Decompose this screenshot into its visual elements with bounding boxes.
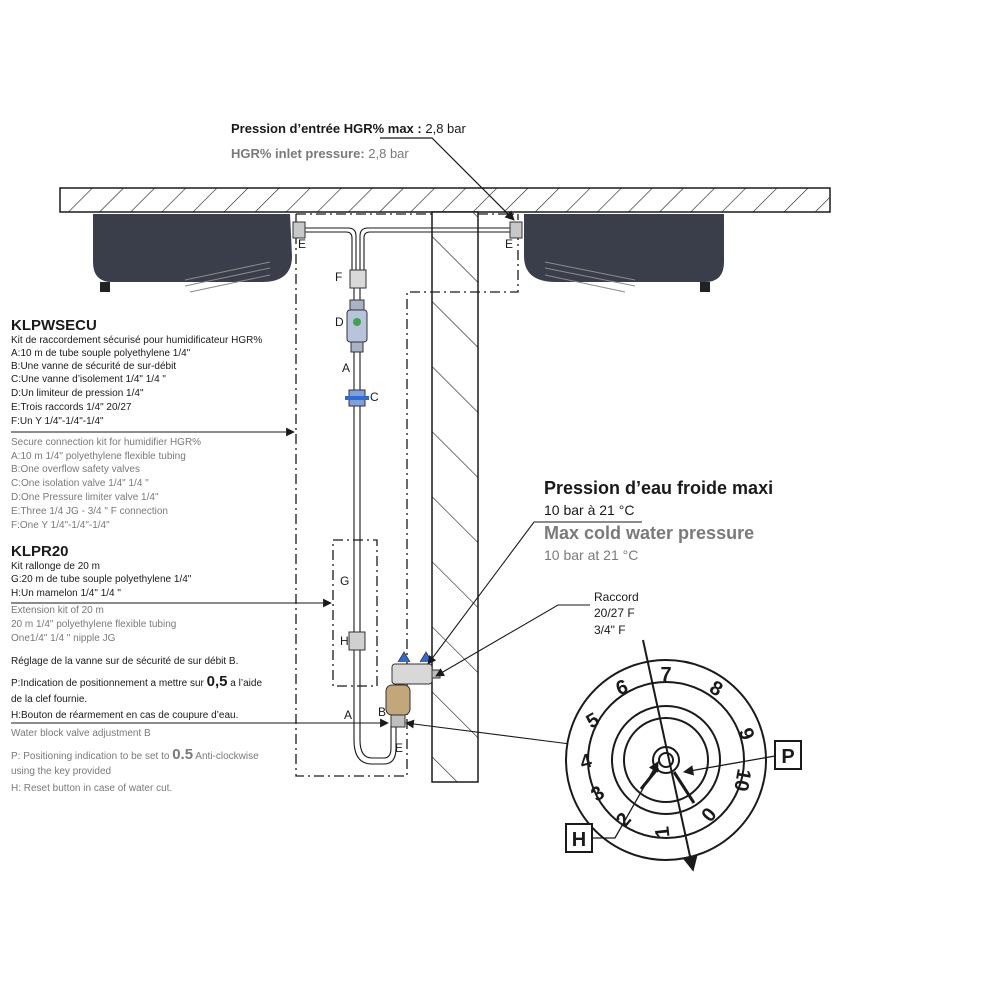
label-a-top: A [342,361,350,375]
isolation-valve-c [345,389,369,407]
adjustment-dial: 1 2 3 4 5 6 7 8 9 10 0 [565,639,767,872]
callout-h-label: H [572,829,586,851]
callout-p: P [682,740,802,776]
settings-en-title: Water block valve adjustment B [11,728,151,739]
klpwsecu-fr-line: D:Un limiteur de pression 1/4" [11,388,144,399]
klpr20-block: KLPR20 Kit rallonge de 20 m G:20 m de tu… [11,543,332,644]
svg-text:P:Indication de positionnement: P:Indication de positionnement a mettre … [11,673,262,690]
inlet-pressure-leader [380,137,515,221]
klpwsecu-block: KLPWSECU Kit de raccordement sécurisé po… [11,317,295,531]
settings-fr-p-line2: de la clef fournie. [11,694,87,705]
settings-en-h: H: Reset button in case of water cut. [11,783,172,794]
label-a-bottom: A [344,708,352,722]
dial-leader [405,719,571,745]
settings-fr-title: Réglage de la vanne sur de sécurité de s… [11,656,238,667]
dial-needle [642,639,698,872]
label-e-right: E [505,237,513,251]
label-e-bottom: E [395,741,403,755]
wall [431,211,479,783]
nipple-h [348,631,366,651]
label-f: F [335,270,342,284]
klpwsecu-fr-line: Kit de raccordement sécurisé pour humidi… [11,335,262,346]
klpwsecu-fr-line: E:Trois raccords 1/4" 20/27 [11,402,132,413]
label-g: G [340,574,349,588]
ceiling [59,187,831,213]
settings-fr-h: H:Bouton de réarmement en cas de coupure… [11,710,238,721]
cold-water-leader [427,521,642,665]
raccord-line1: Raccord [594,590,639,604]
settings-fr-p-before: P:Indication de positionnement a mettre … [11,678,207,689]
klpr20-en-line: One1/4" 1/4 " nipple JG [11,633,116,644]
klpwsecu-fr-line: B:Une vanne de sécurité de sur-débit [11,361,176,372]
settings-fr-p-value: 0,5 [207,673,228,690]
raccord-line3: 3/4" F [594,623,626,637]
settings-en-p-value: 0.5 [172,746,193,763]
klpwsecu-en-line: F:One Y 1/4"-1/4"-1/4" [11,520,110,531]
dial-ring-3 [611,705,721,815]
extension-kit-boundary [332,539,378,687]
inlet-pressure-fr-value: 2,8 bar [422,121,467,136]
cold-water-fr-title: Pression d’eau froide maxi [544,478,773,498]
dial-ring-2 [587,681,745,839]
dial-number-10: 10 [729,767,755,793]
callout-h: H [565,761,659,853]
label-h: H [340,634,349,648]
klpr20-en-line: 20 m 1/4" polyethylene flexible tubing [11,619,176,630]
humidifier-unit-right [524,214,724,293]
settings-fr-p-after: a l’aide [228,678,263,689]
dial-number-7: 7 [660,664,671,686]
settings-en-p-after: Anti-clockwise [193,751,259,762]
klpwsecu-en-line: A:10 m 1/4" polyethylene flexible tubing [11,451,186,462]
inlet-pressure-en-label: HGR% inlet pressure: [231,146,365,161]
settings-en-p-line2: using the key provided [11,766,111,777]
klpwsecu-fr-line: F:Un Y 1/4"-1/4"-1/4" [11,416,104,427]
valve-settings-block: Réglage de la vanne sur de sécurité de s… [11,656,389,794]
klpr20-title: KLPR20 [11,543,69,560]
fitting-e-right [509,221,523,239]
klpr20-fr-line: Kit rallonge de 20 m [11,561,100,572]
settings-en-p-before: P: Positioning indication to be set to [11,751,172,762]
dial-tick-p [672,771,696,804]
klpwsecu-fr-line: C:Une vanne d’isolement 1/4" 1/4 " [11,374,166,385]
fitting-e-left [292,221,306,239]
inlet-pressure-en-value: 2,8 bar [365,146,410,161]
klpr20-en-line: Extension kit of 20 m [11,605,104,616]
klpr20-fr-line: H:Un mamelon 1/4" 1/4 " [11,588,121,599]
klpwsecu-en-line: Secure connection kit for humidifier HGR… [11,437,201,448]
cold-water-pressure-block: Pression d’eau froide maxi 10 bar à 21 °… [427,478,773,665]
kit-boundary [295,213,519,777]
klpwsecu-en-line: E:Three 1/4 JG - 3/4 " F connection [11,506,168,517]
dial-ring-4 [623,717,709,803]
cold-water-fr-value: 10 bar à 21 °C [544,502,634,518]
label-b: B [378,705,386,719]
klpwsecu-en-line: B:One overflow safety valves [11,464,140,475]
label-d: D [335,315,344,329]
raccord-leader [435,604,590,677]
raccord-block: Raccord 20/27 F 3/4" F [435,590,639,677]
label-c: C [370,390,379,404]
cold-water-en-title: Max cold water pressure [544,523,754,543]
klpwsecu-en-line: C:One isolation valve 1/4" 1/4 " [11,478,149,489]
raccord-line2: 20/27 F [594,606,635,620]
svg-text:P: Positioning indication to b: P: Positioning indication to be set to 0… [11,746,259,763]
svg-text:HGR% inlet pressure: 2,8 bar: HGR% inlet pressure: 2,8 bar [231,146,409,161]
dial-number-1: 1 [651,825,674,838]
humidifier-unit-left [93,214,292,293]
klpwsecu-en-line: D:One Pressure limiter valve 1/4" [11,492,159,503]
cold-water-en-value: 10 bar at 21 °C [544,547,638,563]
klpwsecu-title: KLPWSECU [11,317,97,334]
tubing [303,227,512,765]
label-e-left: E [298,237,306,251]
klpr20-fr-line: G:20 m de tube souple polyethylene 1/4" [11,574,192,585]
pressure-limiter-d [346,299,368,353]
klpwsecu-fr-line: A:10 m de tube souple polyethylene 1/4" [11,348,191,359]
inlet-pressure-fr-label: Pression d’entrée HGR% max : [231,121,422,136]
y-fitting-f [349,269,367,289]
svg-text:Pression d’entrée HGR% max : 2: Pression d’entrée HGR% max : 2,8 bar [231,121,466,136]
callout-p-label: P [781,746,794,768]
